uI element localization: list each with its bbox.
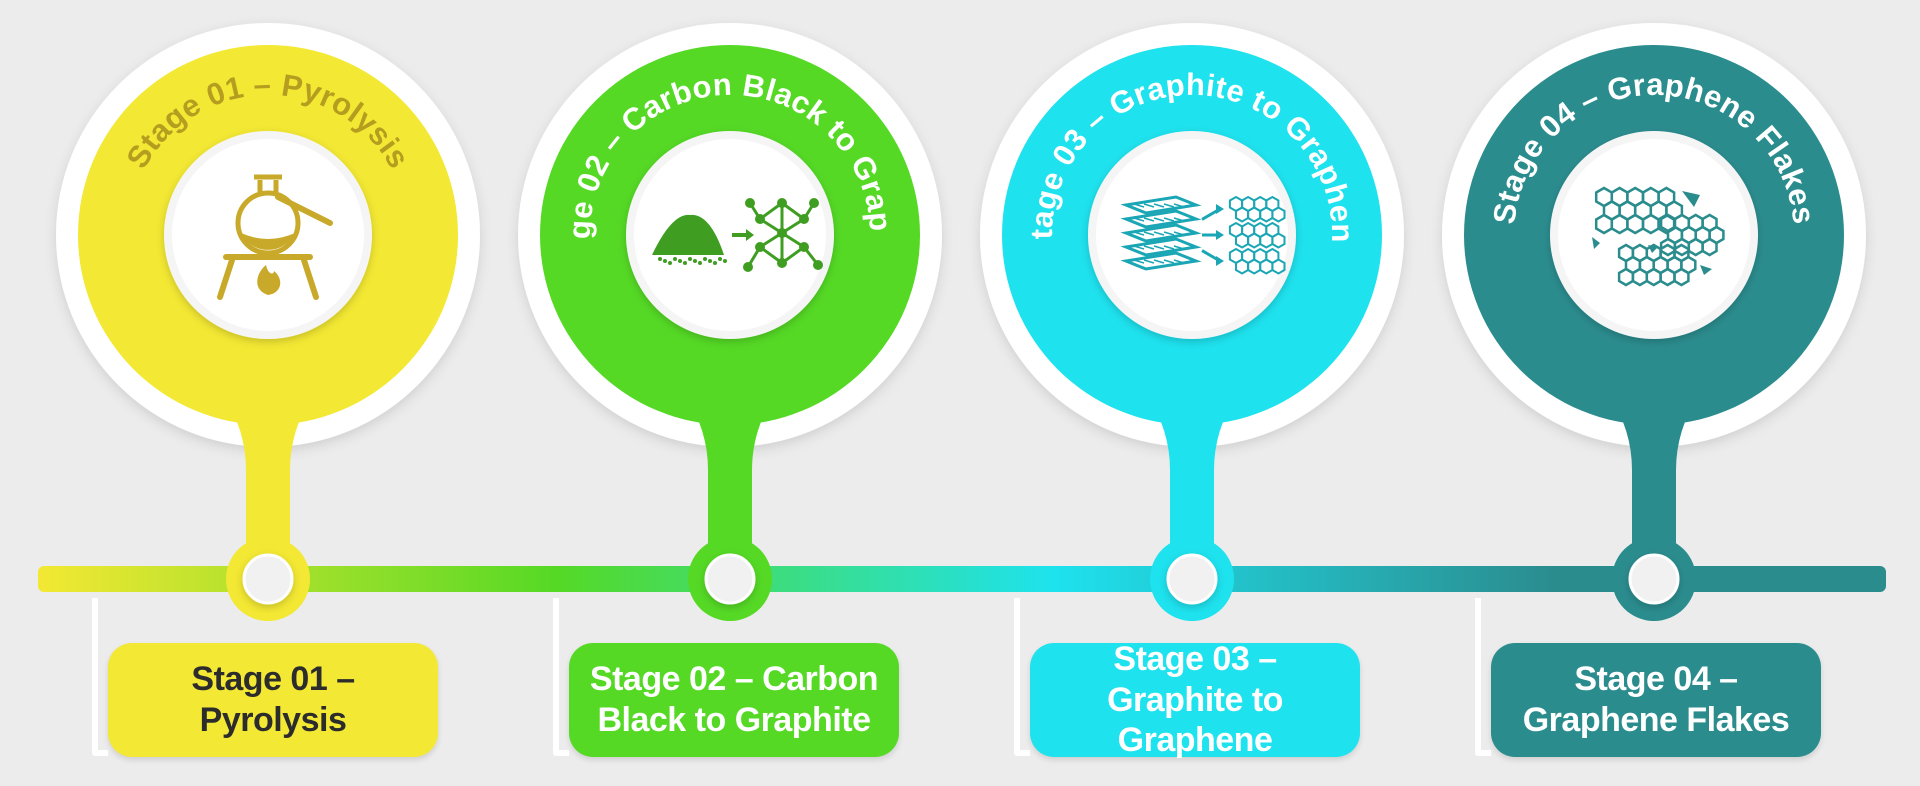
stage-label-box: Stage 01 –Pyrolysis: [108, 643, 438, 757]
distillation-flask-over-flame-icon: [217, 174, 333, 300]
icon-disc-inner: [1558, 139, 1750, 331]
stage-label-line1: Stage 03 –: [1113, 639, 1277, 678]
connector-brackets: [92, 598, 1491, 756]
stage-label-box: Stage 04 –Graphene Flakes: [1491, 643, 1821, 757]
icon-disc-inner: [634, 139, 826, 331]
stage-label: Stage 03 –Graphite to Graphene: [1044, 639, 1346, 761]
stage-label: Stage 04 –Graphene Flakes: [1523, 659, 1790, 741]
stage-label-line2: Black to Graphite: [597, 701, 871, 739]
stage-pin-1: Stage 01 – Pyrolysis: [56, 23, 480, 621]
timeline-bar: [38, 566, 1886, 592]
carbon-powder-to-lattice-icon: [652, 198, 823, 272]
icon-disc-inner: [172, 139, 364, 331]
pin-stem: [685, 395, 775, 566]
timeline-node-center: [704, 553, 756, 605]
stage-label-line2: Pyrolysis: [199, 701, 347, 739]
stage-pin-4: Stage 04 – Graphene Flakes: [1442, 23, 1866, 621]
timeline-node-center: [1166, 553, 1218, 605]
stage-label-line2: Graphene Flakes: [1522, 701, 1790, 739]
graphene-flakes-icon: [1592, 186, 1725, 287]
graphite-layers-to-graphene-sheets-icon: [1120, 195, 1286, 275]
pin-stem: [1147, 395, 1237, 566]
timeline-node-center: [242, 553, 294, 605]
stage-label-box: Stage 03 –Graphite to Graphene: [1030, 640, 1360, 759]
stage-label-line1: Stage 01 –: [191, 660, 355, 699]
stage-label-line2: Graphite to Graphene: [1107, 680, 1283, 760]
timeline-node-center: [1628, 553, 1680, 605]
pin-stem: [1609, 395, 1699, 566]
stage-label-line1: Stage 04 –: [1574, 660, 1738, 699]
stage-label-line1: Stage 02 – Carbon: [589, 660, 879, 699]
pin-stem: [223, 395, 313, 566]
stage-label: Stage 01 –Pyrolysis: [191, 659, 355, 741]
